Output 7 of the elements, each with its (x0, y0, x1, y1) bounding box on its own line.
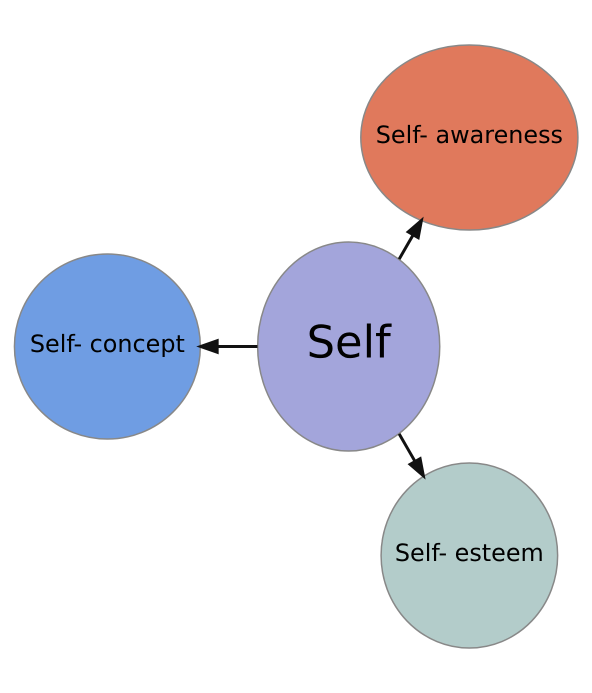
node-circle: Self- concept (14, 253, 202, 440)
arrow (398, 216, 424, 260)
arrow (398, 433, 426, 480)
node-ellipse: Self (256, 241, 440, 452)
node-ellipse: Self- awareness (360, 44, 579, 231)
node-circle: Self- esteem (380, 462, 558, 649)
arrow (196, 338, 258, 354)
